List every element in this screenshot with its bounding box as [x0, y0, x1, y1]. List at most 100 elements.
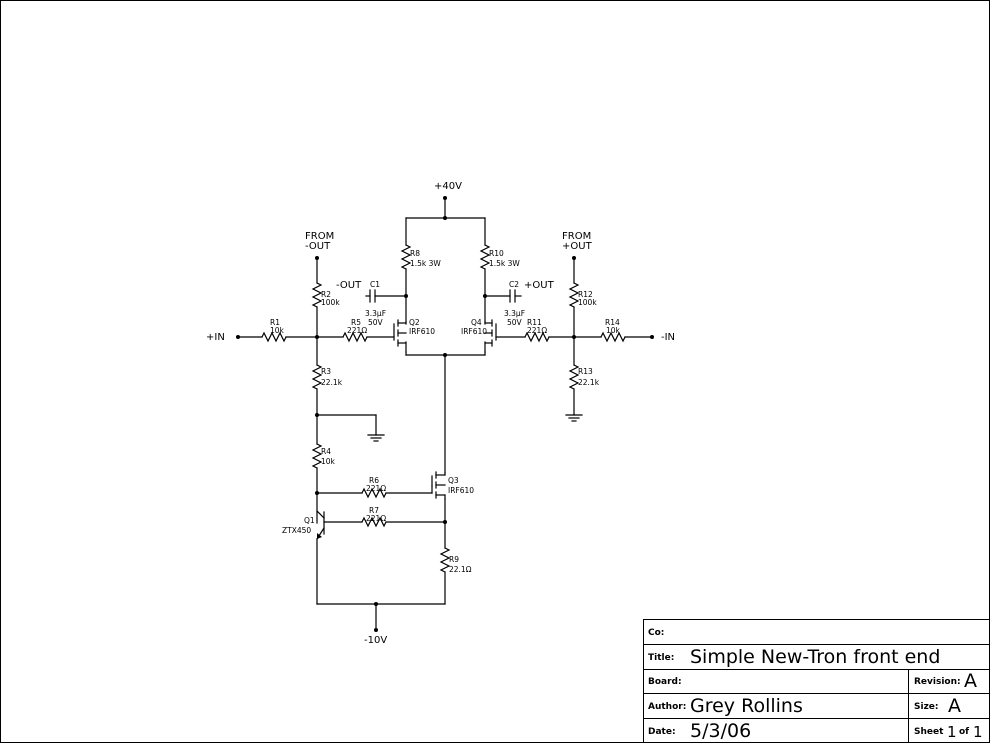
r13-resistor	[569, 364, 579, 390]
q2-ref: Q2	[409, 318, 420, 327]
date-label: Date:	[648, 727, 676, 737]
r12-ref: R12	[578, 290, 593, 299]
neg-supply-label: -10V	[364, 635, 387, 646]
r5-value: 221Ω	[347, 326, 367, 335]
co-label: Co:	[648, 628, 664, 638]
r4-value: 10k	[321, 457, 336, 466]
c2-capacitor	[509, 289, 516, 303]
r7-value: 221Ω	[366, 514, 386, 523]
ground-symbol-right	[565, 414, 583, 422]
q1-ref: Q1	[304, 516, 315, 525]
size-label: Size:	[914, 702, 939, 712]
r2-value: 100k	[321, 298, 340, 307]
c1-value: 3.3µF	[365, 309, 386, 318]
terminal-from-pos-out	[572, 256, 576, 260]
q1-emitter-arrow	[317, 533, 322, 539]
r9-value: 22.1Ω	[449, 565, 472, 574]
r14-ref: R14	[605, 318, 620, 327]
r5-ref: R5	[351, 318, 361, 327]
r13-value: 22.1k	[578, 378, 600, 387]
wires	[237, 197, 653, 631]
r8-resistor	[401, 244, 411, 270]
author-value: Grey Rollins	[690, 695, 803, 717]
terminal-neg-supply	[374, 628, 378, 632]
c1-rating: 50V	[368, 318, 384, 327]
from-pos-out-label-line2: +OUT	[562, 241, 593, 252]
c1-capacitor	[369, 289, 376, 303]
c1-ref: C1	[370, 280, 380, 289]
junction-dot	[404, 294, 408, 298]
title-value: Simple New-Tron front end	[690, 646, 940, 668]
junction-dot	[572, 335, 576, 339]
q3-ref: Q3	[448, 476, 459, 485]
c2-value: 3.3µF	[504, 309, 525, 318]
in-pos-label: +IN	[206, 332, 225, 343]
terminal-pos-supply	[443, 196, 447, 200]
terminal-in-pos	[236, 335, 240, 339]
r10-ref: R10	[489, 249, 504, 258]
r9-resistor	[440, 547, 450, 573]
r13-ref: R13	[578, 367, 593, 376]
revision-value: A	[964, 670, 977, 692]
junction-dot	[443, 353, 447, 357]
r9-ref: R9	[449, 555, 459, 564]
r2-resistor	[312, 282, 322, 308]
revision-label: Revision:	[914, 677, 961, 687]
sheet-of-label: of	[959, 727, 969, 737]
date-value: 5/3/06	[690, 720, 751, 742]
q1-part: ZTX450	[282, 526, 311, 535]
r2-ref: R2	[321, 290, 331, 299]
junction-dot	[315, 335, 319, 339]
terminal-from-neg-out	[315, 256, 319, 260]
sheet-total: 1	[973, 723, 983, 741]
r11-value: 221Ω	[527, 326, 547, 335]
r3-value: 22.1k	[321, 378, 343, 387]
terminal-in-neg	[650, 335, 654, 339]
junction-dot	[443, 216, 447, 220]
q4-mosfet	[484, 319, 497, 353]
out-pos-label: +OUT	[524, 280, 555, 291]
author-label: Author:	[648, 702, 686, 712]
from-neg-out-label-line2: -OUT	[305, 241, 331, 252]
sheet-number: 1	[947, 723, 957, 741]
from-pos-out-label-line1: FROM	[562, 231, 591, 242]
q2-part: IRF610	[409, 327, 435, 336]
q3-part: IRF610	[448, 486, 474, 495]
r8-ref: R8	[410, 249, 420, 258]
junction-dot	[443, 520, 447, 524]
r6-value: 221Ω	[366, 484, 386, 493]
r11-ref: R11	[527, 318, 542, 327]
q2-mosfet	[393, 319, 407, 353]
sheet-label: Sheet	[914, 727, 944, 737]
c2-ref: C2	[509, 280, 519, 289]
title-block: Co: Title: Simple New-Tron front end Boa…	[643, 619, 990, 743]
r4-resistor	[312, 443, 322, 469]
in-neg-label: -IN	[661, 332, 675, 343]
junction-dot	[374, 602, 378, 606]
r14-value: 10k	[606, 326, 621, 335]
pos-supply-label: +40V	[434, 181, 462, 192]
title-label: Title:	[648, 653, 674, 663]
r1-ref: R1	[270, 318, 280, 327]
ground-symbol-left	[367, 434, 385, 442]
r3-ref: R3	[321, 367, 331, 376]
r1-value: 10k	[270, 326, 285, 335]
junction-dot	[315, 413, 319, 417]
r12-value: 100k	[578, 298, 597, 307]
r10-value: 1.5k 3W	[489, 259, 520, 268]
q4-ref: Q4	[471, 318, 482, 327]
r7-ref: R7	[369, 506, 379, 515]
r4-ref: R4	[321, 447, 331, 456]
r10-resistor	[480, 244, 490, 270]
from-neg-out-label-line1: FROM	[305, 231, 334, 242]
board-label: Board:	[648, 677, 682, 687]
size-value: A	[948, 695, 961, 717]
r8-value: 1.5k 3W	[410, 259, 441, 268]
r6-ref: R6	[369, 476, 379, 485]
q3-mosfet	[431, 471, 446, 500]
junction-dot	[315, 491, 319, 495]
out-neg-label: -OUT	[336, 280, 362, 291]
